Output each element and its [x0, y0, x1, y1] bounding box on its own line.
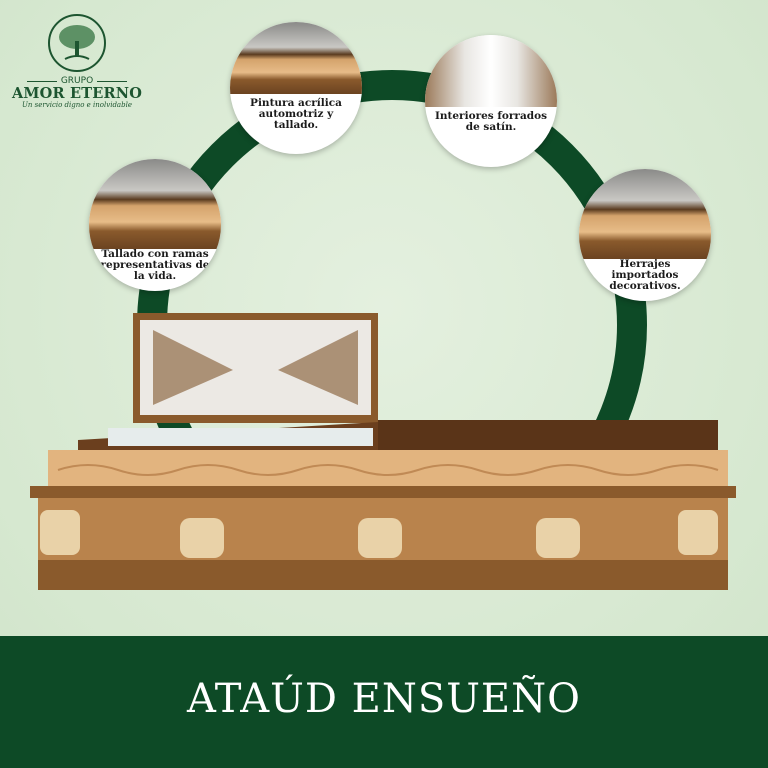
feature-label: Pintura acrílica automotriz y tallado. [250, 97, 342, 131]
feature-photo [230, 22, 362, 94]
coffin-image [30, 313, 736, 590]
logo-tagline: Un servicio digno e inolvidable [22, 101, 132, 109]
feature-paint: Pintura acrílica automotriz y tallado. [230, 22, 362, 154]
feature-photo [89, 159, 221, 249]
feature-hardware: Herrajes importados decorativos. [579, 169, 711, 301]
feature-label: Tallado con ramas representativas de la … [100, 248, 210, 282]
tree-icon [48, 14, 106, 72]
logo-brand: AMOR ETERNO [11, 85, 143, 102]
product-title: ATAÚD ENSUEÑO [187, 676, 581, 722]
feature-photo [425, 35, 557, 107]
feature-label: Herrajes importados decorativos. [609, 258, 681, 292]
feature-carving: Tallado con ramas representativas de la … [89, 159, 221, 291]
logo-group: GRUPO [10, 76, 144, 86]
feature-interior: Interiores forrados de satín. [425, 35, 557, 167]
title-band [0, 636, 768, 768]
feature-photo [579, 169, 711, 259]
feature-label: Interiores forrados de satín. [434, 110, 548, 133]
logo: GRUPO AMOR ETERNO Un servicio digno e in… [10, 14, 144, 109]
